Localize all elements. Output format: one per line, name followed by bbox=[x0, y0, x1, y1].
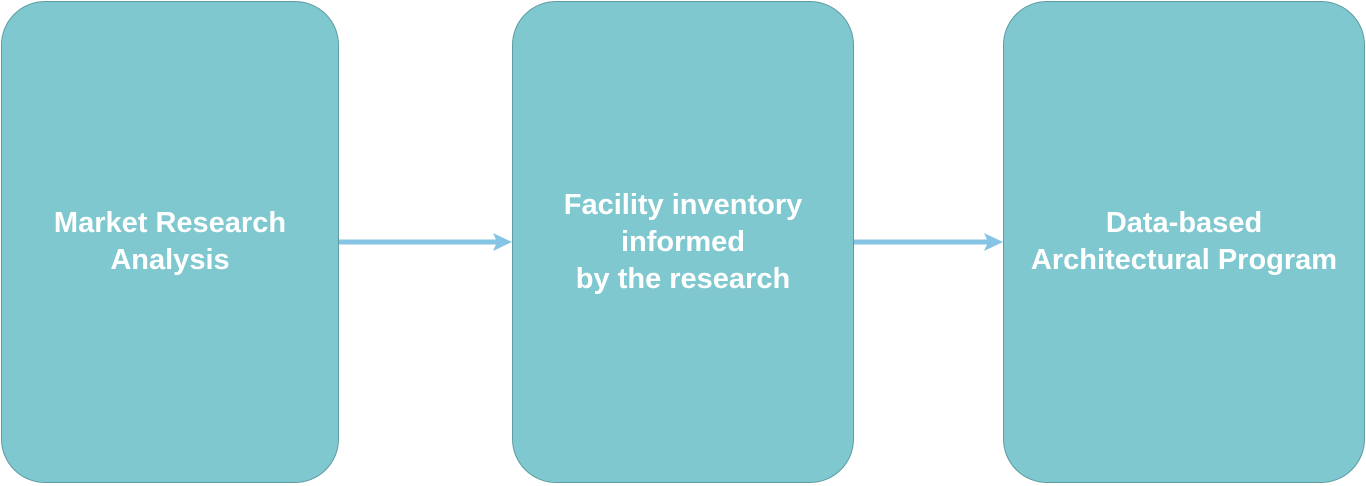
step-label: Market Research Analysis bbox=[53, 207, 287, 276]
step-box-market-research: Market Research Analysis bbox=[1, 1, 339, 483]
arrow-connector bbox=[854, 230, 1003, 254]
step-box-facility-inventory: Facility inventory informed by the resea… bbox=[512, 1, 854, 483]
arrow-connector bbox=[339, 230, 512, 254]
step-box-architectural-program: Data-based Architectural Program bbox=[1003, 1, 1365, 483]
step-label: Facility inventory informed by the resea… bbox=[563, 188, 803, 295]
step-label: Data-based Architectural Program bbox=[1030, 207, 1338, 276]
